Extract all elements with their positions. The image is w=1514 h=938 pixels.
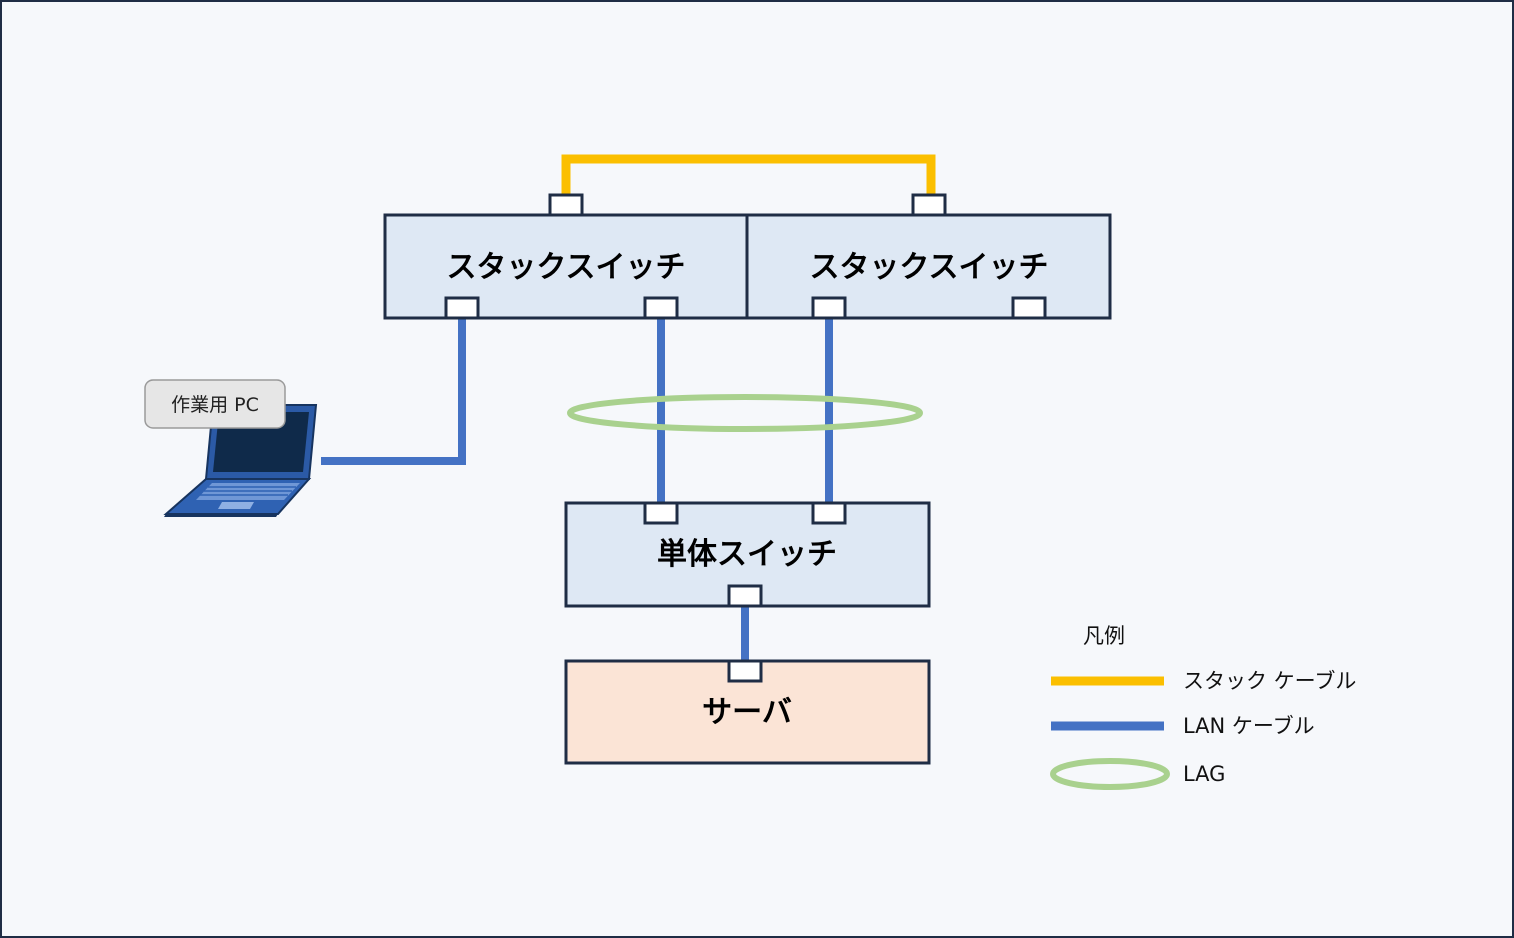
legend-title: 凡例 [1083, 624, 1125, 648]
port [911, 193, 947, 217]
stack-switch-2-box [745, 213, 1112, 320]
port [643, 296, 679, 320]
port [727, 584, 763, 608]
port [1011, 296, 1047, 320]
work-pc-label: 作業用 PC [171, 394, 259, 416]
port [548, 193, 584, 217]
port [727, 659, 763, 683]
legend: 凡例 スタック ケーブル LAN ケーブル LAG [1050, 624, 1356, 790]
port [811, 296, 847, 320]
legend-lan-cable-label: LAN ケーブル [1183, 714, 1315, 738]
port [643, 501, 679, 525]
port [444, 296, 480, 320]
stack-switch-2-label: スタックスイッチ [809, 250, 1048, 285]
port [811, 501, 847, 525]
legend-stack-cable-label: スタック ケーブル [1183, 669, 1356, 693]
legend-lag-swatch [1050, 758, 1170, 790]
single-switch-label: 単体スイッチ [657, 537, 837, 572]
server-label: サーバ [702, 695, 792, 730]
stack-switch-1-label: スタックスイッチ [446, 250, 685, 285]
legend-lag-label: LAG [1183, 762, 1225, 786]
lag-ellipse [567, 394, 923, 432]
stack-cable [561, 154, 936, 196]
work-pc-label-bubble: 作業用 PC [144, 379, 286, 429]
lan-cable-pc [321, 317, 466, 465]
